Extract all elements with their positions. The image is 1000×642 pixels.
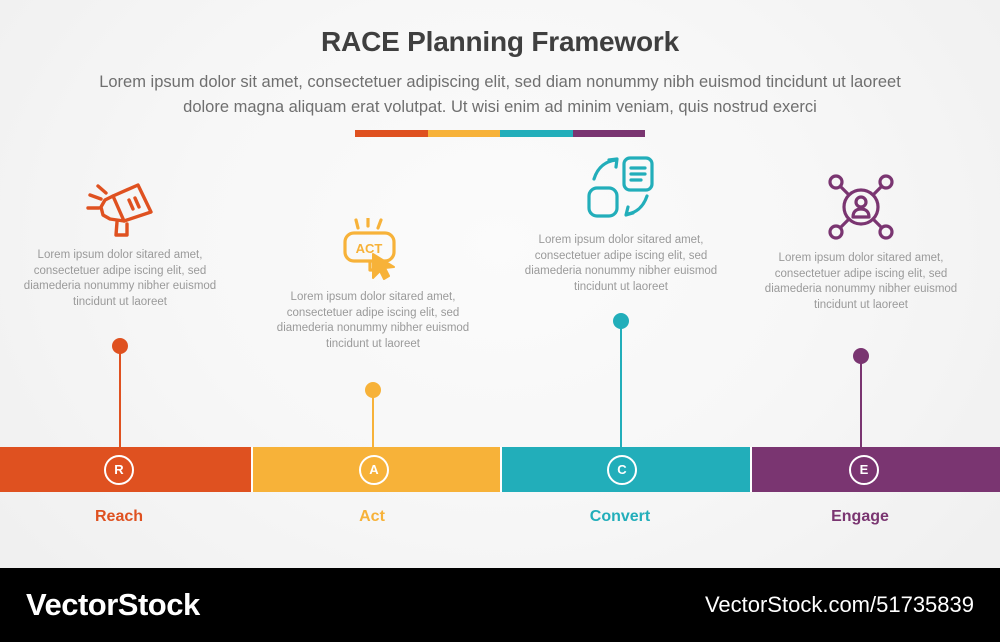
accent-segment-reach bbox=[355, 130, 428, 137]
accent-segment-convert bbox=[500, 130, 573, 137]
stage-label-act: Act bbox=[359, 508, 385, 525]
stage-stem-act bbox=[372, 396, 374, 448]
stage-description: Lorem ipsum dolor sitared amet, consecte… bbox=[524, 234, 718, 293]
stage-description: Lorem ipsum dolor sitared amet, consecte… bbox=[764, 252, 958, 311]
stage-letter-text: C bbox=[617, 462, 627, 477]
page-subtitle: Lorem ipsum dolor sit amet, consectetuer… bbox=[99, 73, 901, 116]
accent-color-bar bbox=[355, 130, 645, 137]
accent-segment-act bbox=[427, 130, 500, 137]
svg-text:ACT: ACT bbox=[356, 241, 383, 256]
band-segment-engage[interactable]: E bbox=[750, 447, 1000, 492]
vectorstock-url: VectorStock.com/51735839 bbox=[704, 592, 974, 617]
stage-letter-text: A bbox=[369, 462, 379, 477]
stage-label-reach: Reach bbox=[94, 508, 144, 525]
user-network-icon bbox=[731, 163, 991, 241]
accent-segment-engage bbox=[572, 130, 645, 137]
act-click-button-icon: ACT bbox=[243, 202, 503, 280]
convert-transfer-icon bbox=[491, 145, 751, 223]
band-segment-reach[interactable]: R bbox=[0, 447, 251, 492]
stage-column-convert: Lorem ipsum dolor sitared amet, consecte… bbox=[491, 145, 751, 295]
stage-label-engage: Engage bbox=[831, 508, 889, 525]
stage-letter-act: A bbox=[359, 454, 389, 485]
stage-letter-text: R bbox=[114, 462, 124, 477]
stage-column-act: ACT Lorem ipsum dolor sitared amet, cons… bbox=[243, 202, 503, 352]
stage-dot-reach bbox=[112, 338, 128, 354]
band-segment-convert[interactable]: C bbox=[500, 447, 750, 492]
stage-column-reach: Lorem ipsum dolor sitared amet, consecte… bbox=[0, 160, 250, 310]
stage-letter-reach: R bbox=[104, 454, 134, 485]
stage-letter-convert: C bbox=[607, 454, 637, 485]
stage-stem-engage bbox=[860, 362, 862, 448]
vectorstock-logo: VectorStock bbox=[26, 587, 200, 622]
stage-label-convert: Convert bbox=[589, 508, 651, 525]
page-title: RACE Planning Framework bbox=[321, 26, 679, 57]
stage-description: Lorem ipsum dolor sitared amet, consecte… bbox=[23, 249, 217, 308]
stage-dot-act bbox=[365, 382, 381, 398]
stage-column-engage: Lorem ipsum dolor sitared amet, consecte… bbox=[731, 163, 991, 313]
stage-dot-convert bbox=[613, 313, 629, 329]
stage-stem-convert bbox=[620, 327, 622, 448]
stage-letter-engage: E bbox=[849, 454, 879, 485]
watermark-footer: VectorStock VectorStock.com/51735839 bbox=[0, 568, 1000, 642]
stage-band: R A C E bbox=[0, 447, 1000, 492]
stage-description: Lorem ipsum dolor sitared amet, consecte… bbox=[276, 291, 470, 350]
stage-stem-reach bbox=[119, 352, 121, 448]
stage-dot-engage bbox=[853, 348, 869, 364]
megaphone-icon bbox=[0, 160, 250, 238]
stage-letter-text: E bbox=[859, 462, 869, 477]
band-segment-act[interactable]: A bbox=[251, 447, 500, 492]
